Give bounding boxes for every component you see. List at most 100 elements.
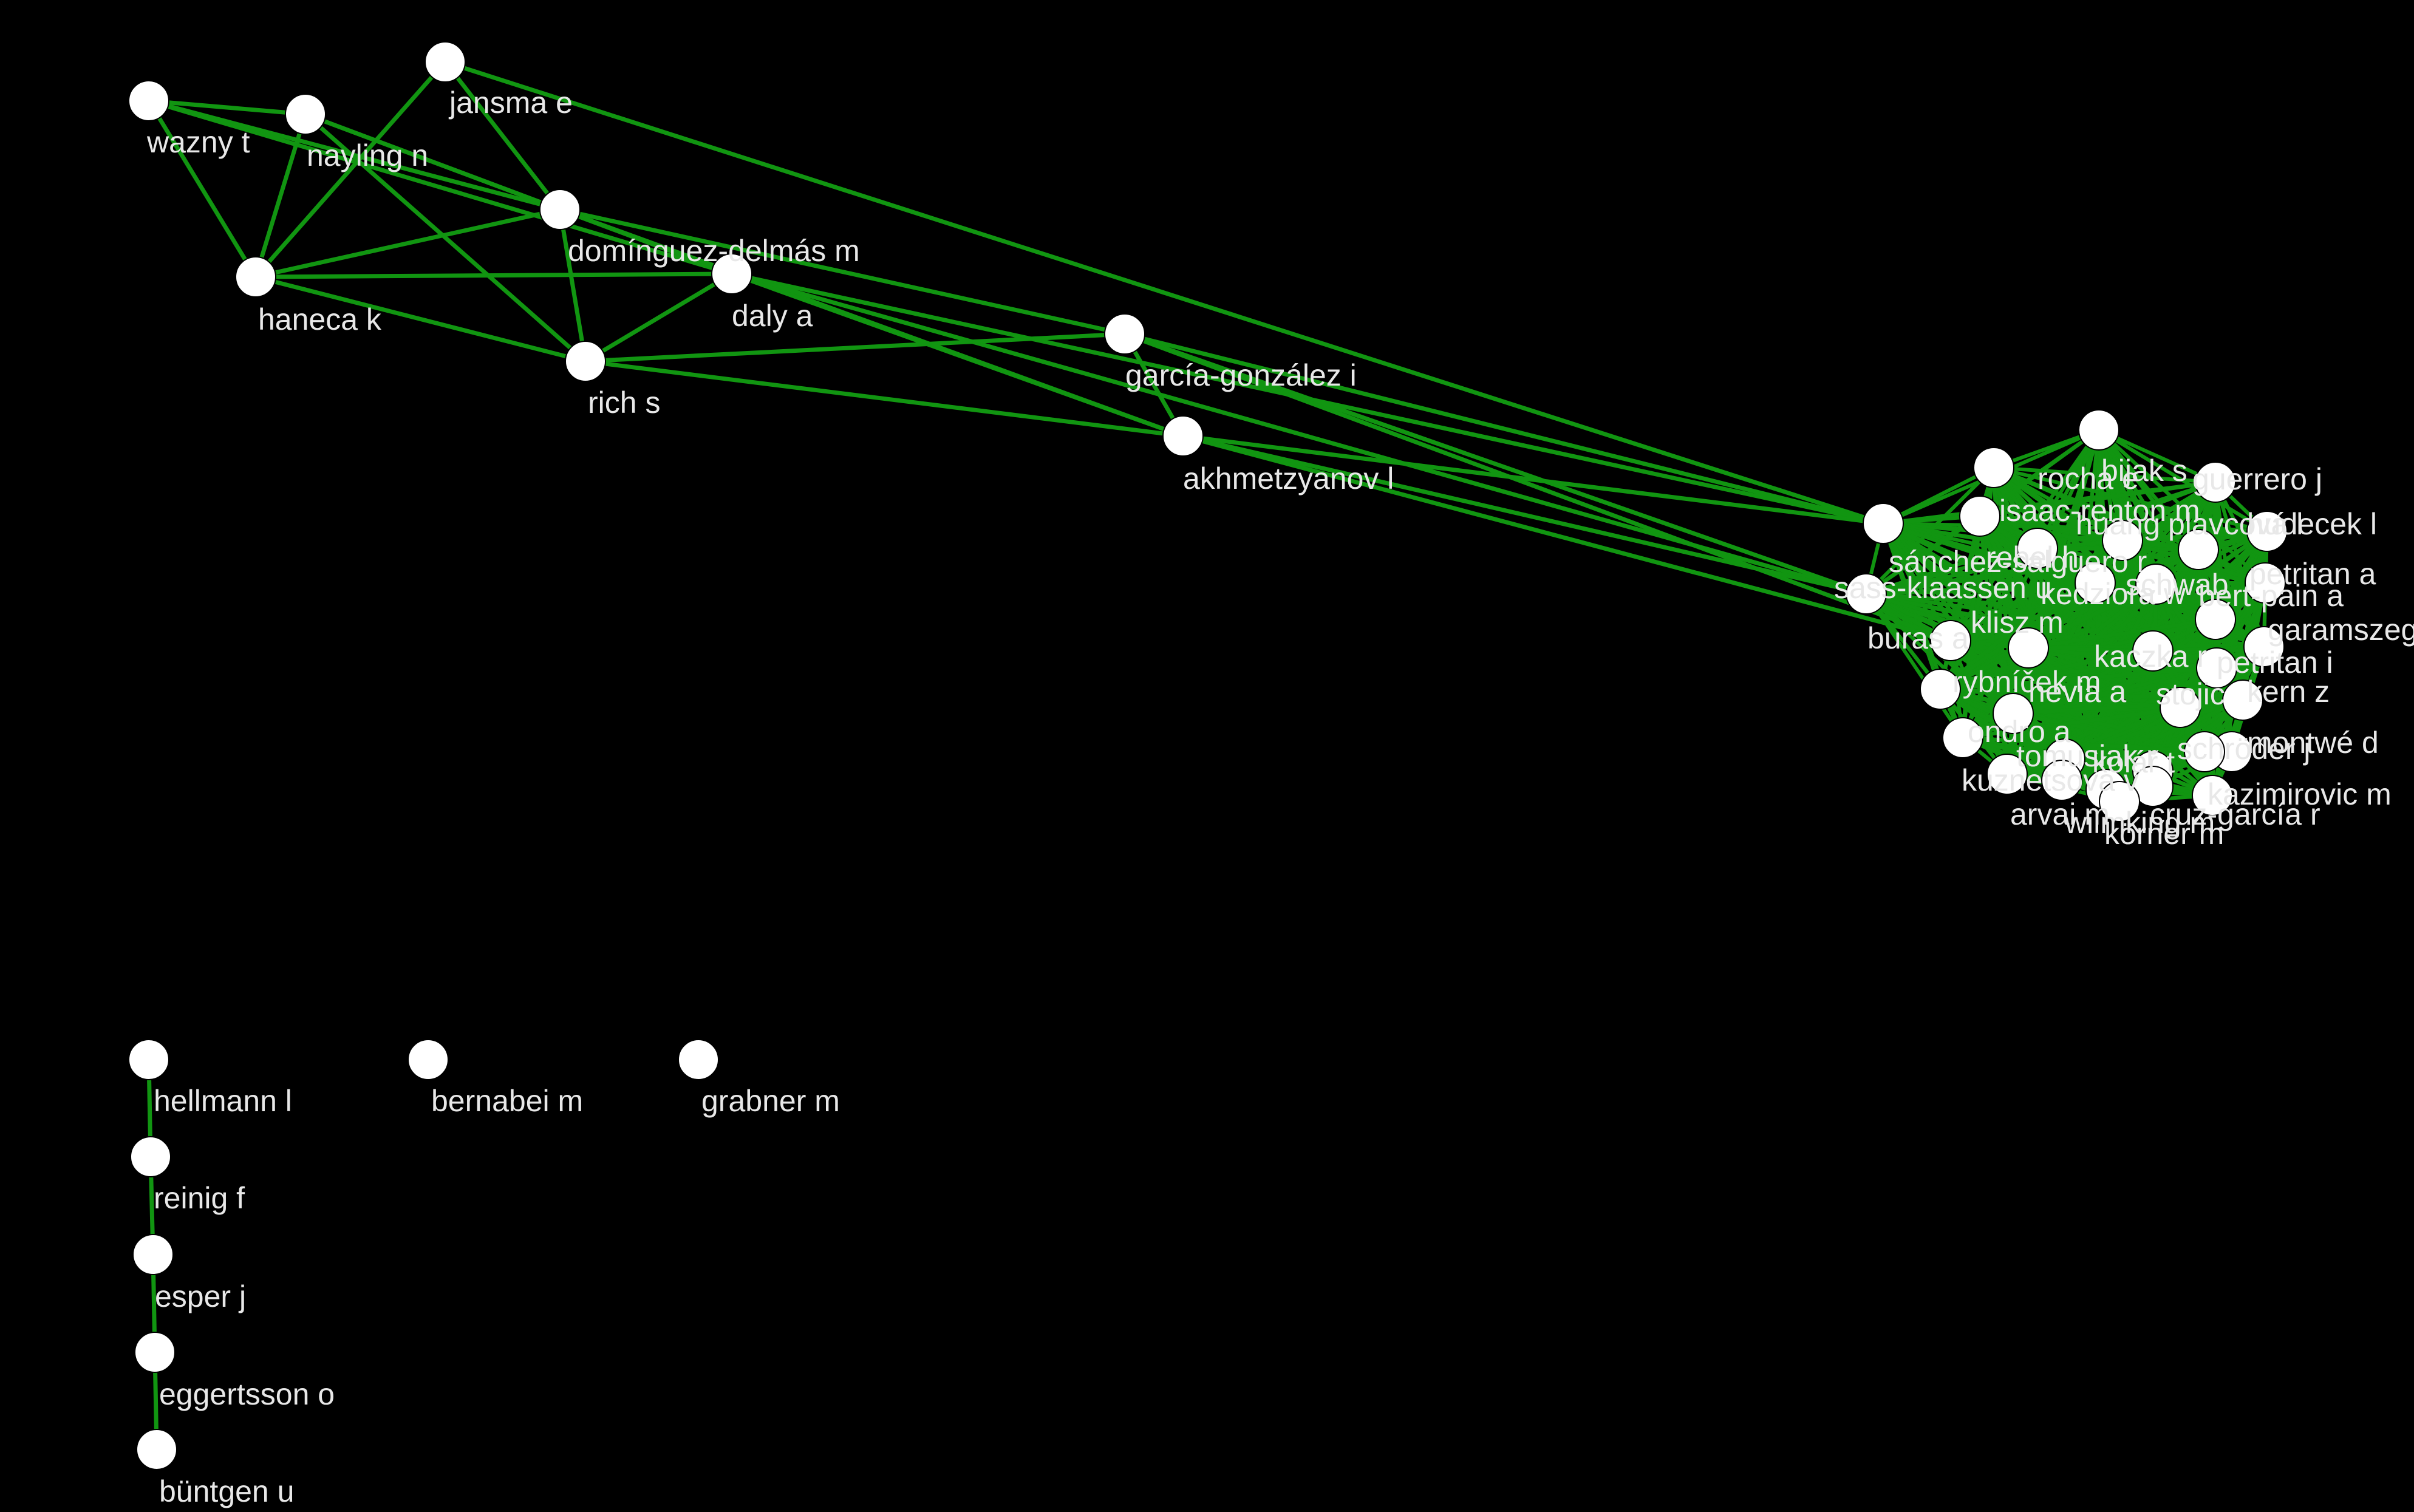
edge-nayling-rich: [304, 112, 587, 363]
node-label-kern: kern z: [2247, 675, 2330, 709]
node-label-stojic: stojic: [2156, 677, 2225, 711]
node-label-grabner: grabner m: [701, 1084, 840, 1118]
node-kuznetsova[interactable]: [1986, 754, 2028, 795]
node-arvai[interactable]: [2041, 760, 2082, 801]
cluster-edge: [2013, 698, 2243, 715]
node-eggertsson[interactable]: [134, 1332, 176, 1373]
node-label-rich: rich s: [588, 386, 660, 420]
node-sanchez[interactable]: [1863, 503, 1904, 544]
node-label-hevia: hevia a: [2028, 675, 2126, 709]
node-label-petritan_i: petritan i: [2217, 645, 2333, 679]
node-petritan_a[interactable]: [2245, 562, 2286, 604]
cluster-edge: [1864, 593, 1965, 739]
edge-haneca-rich: [255, 274, 586, 364]
node-label-wazny: wazny t: [146, 125, 250, 159]
edge-dominguez-garcia: [559, 207, 1125, 336]
edge-haneca-dominguez: [255, 207, 561, 279]
node-klisz[interactable]: [2008, 627, 2049, 669]
node-schwab[interactable]: [2135, 564, 2177, 605]
node-haneca[interactable]: [235, 256, 276, 298]
node-label-petritan_a: petritan a: [2249, 557, 2376, 591]
node-hevia[interactable]: [1993, 693, 2034, 734]
node-garamszegi[interactable]: [2243, 626, 2285, 667]
node-label-nayling: nayling n: [307, 138, 428, 172]
node-bernabei[interactable]: [407, 1039, 449, 1080]
cluster-edge: [2211, 667, 2218, 796]
node-label-klisz: klisz m: [1971, 605, 2064, 639]
node-rocha[interactable]: [1973, 447, 2014, 488]
node-petritan_i[interactable]: [2196, 647, 2237, 689]
edge-dominguez-rich: [557, 209, 588, 362]
cluster-edge: [1865, 514, 1981, 596]
node-esper[interactable]: [132, 1234, 174, 1275]
node-label-garamszegi: garamszegi: [2268, 613, 2414, 647]
node-garcia[interactable]: [1104, 313, 1145, 355]
edge-rich-akhmetzyanov: [585, 359, 1184, 438]
node-akhmetzyanov[interactable]: [1162, 415, 1204, 457]
node-bijak[interactable]: [2078, 409, 2119, 451]
node-label-wilmking: wilmking m: [2064, 806, 2215, 840]
node-label-garcia: garcía-gonzález i: [1125, 358, 1357, 392]
node-label-bernabei: bernabei m: [431, 1084, 583, 1118]
node-nayling[interactable]: [285, 94, 326, 135]
node-rich[interactable]: [565, 341, 606, 382]
node-label-sanchez: sánchez-salguero r: [1889, 545, 2147, 579]
node-sass[interactable]: [1846, 573, 1887, 615]
edge-haneca-daly: [255, 271, 732, 279]
node-kazimirovic[interactable]: [2192, 775, 2233, 816]
edge-daly-akhmetzyanov: [731, 271, 1184, 438]
node-kern[interactable]: [2222, 679, 2263, 721]
node-rebel[interactable]: [2017, 528, 2058, 569]
node-buras[interactable]: [1930, 620, 1971, 661]
node-jansma[interactable]: [424, 41, 466, 83]
node-label-guerrero: guerrero j: [2192, 462, 2322, 496]
node-label-bijak: bijak s: [2101, 454, 2187, 488]
node-plavcova[interactable]: [2178, 529, 2219, 570]
node-label-haneca: haneca k: [258, 302, 382, 336]
nodes: [128, 41, 2288, 1470]
node-label-tomusiak: tomusiak r: [2016, 739, 2157, 773]
node-hellmann[interactable]: [128, 1039, 169, 1080]
edge-garcia-sass: [1123, 332, 1867, 596]
node-guerrero[interactable]: [2195, 461, 2236, 503]
node-label-reinig: reinig f: [154, 1181, 245, 1215]
node-label-montwe: montwé d: [2247, 726, 2379, 760]
node-label-sass: sass-klaassen u: [1834, 571, 2052, 605]
node-kedziora[interactable]: [2075, 562, 2116, 604]
node-label-kuznetsova: kuznetsova v: [1962, 763, 2139, 797]
edge-akhmetzyanov-sass: [1182, 434, 1867, 596]
node-rybnicek[interactable]: [1920, 669, 1961, 710]
cluster-edge: [1940, 649, 2153, 691]
node-label-korner: körner m: [2104, 817, 2224, 851]
node-reinig[interactable]: [130, 1136, 171, 1177]
cluster-edge: [1864, 466, 1996, 596]
edge-daly-rich: [584, 271, 733, 364]
node-ondro[interactable]: [1942, 717, 1983, 758]
cluster-edge: [1940, 666, 2217, 691]
node-label-buras: buras a: [1867, 621, 1969, 655]
node-hudecek[interactable]: [2246, 511, 2288, 552]
node-isaac[interactable]: [1959, 495, 2000, 537]
node-grabner[interactable]: [678, 1039, 719, 1080]
edge-nayling-haneca: [253, 113, 308, 278]
edges: [146, 60, 1952, 1450]
node-wazny[interactable]: [128, 80, 169, 121]
node-label-ondro: ondro a: [1968, 715, 2071, 749]
edge-rich-garcia: [585, 332, 1125, 364]
edge-akhmetzyanov-sanchez: [1182, 434, 1884, 526]
node-label-eggertsson: eggertsson o: [159, 1377, 335, 1411]
node-buntgen[interactable]: [136, 1429, 177, 1470]
node-kaczka[interactable]: [2132, 630, 2174, 672]
node-stojic[interactable]: [2160, 687, 2201, 728]
node-label-rocha: rocha e: [2037, 461, 2139, 495]
node-dominguez[interactable]: [539, 189, 581, 230]
node-label-esper: esper j: [155, 1279, 246, 1313]
node-huang[interactable]: [2102, 520, 2143, 561]
cluster-edge: [1979, 480, 2216, 518]
edge-wazny-daly: [148, 98, 732, 276]
node-korner[interactable]: [2099, 781, 2140, 822]
node-schroder[interactable]: [2184, 731, 2225, 772]
node-daly[interactable]: [711, 253, 752, 295]
node-label-akhmetzyanov: akhmetzyanov l: [1183, 461, 1394, 495]
node-bert[interactable]: [2195, 599, 2236, 640]
